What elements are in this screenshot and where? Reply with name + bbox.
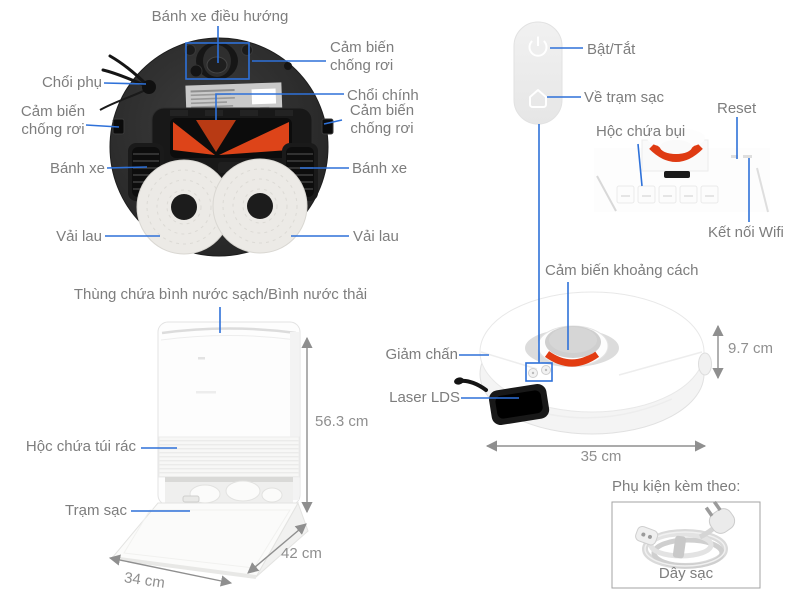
mop-label-right: Vải lau — [353, 228, 399, 245]
power-plug-icon — [704, 500, 736, 534]
side-brush-label: Chổi phụ — [41, 74, 102, 91]
leader-lines — [85, 26, 750, 512]
power-button-label: Bật/Tắt — [587, 41, 636, 58]
screw — [241, 44, 253, 56]
wheel-label-right: Bánh xe — [352, 160, 408, 177]
drop-sensor-label-right: Cảm biến chống rơi — [349, 102, 415, 137]
caster-wheel-label: Bánh xe điều hướng — [151, 8, 289, 25]
caster-highlight-box — [185, 42, 250, 80]
home-icon — [529, 89, 547, 108]
lid-open-view — [594, 128, 770, 213]
station-height-value: 56.3 cm — [315, 413, 369, 430]
charging-cable-icon — [635, 500, 736, 569]
accessory-box — [611, 500, 761, 589]
docking-station-view — [111, 321, 309, 579]
laser-lds-label: Laser LDS — [389, 389, 460, 406]
screw — [184, 44, 196, 56]
top-buttons — [528, 365, 551, 378]
dust-bag-label: Hộc chứa túi rác — [25, 438, 136, 455]
charging-dock-label: Trạm sạc — [65, 502, 127, 519]
lid-slot — [664, 171, 690, 178]
lds-ring-red-arc — [649, 143, 703, 162]
home-button-label: Về trạm sạc — [584, 89, 665, 106]
dust-bag-door — [158, 436, 300, 478]
drop-sensor-label-top-right: Cảm biến chống rơi — [330, 39, 395, 74]
distance-sensor-label: Cảm biến khoảng cách — [545, 262, 699, 279]
charging-cable-label: Dây sạc — [658, 565, 714, 582]
screw — [284, 62, 292, 70]
accessories-title: Phụ kiện kèm theo: — [612, 478, 741, 495]
top-buttons-highlight-box — [525, 362, 553, 382]
drop-sensor-label-left: Cảm biến chống rơi — [20, 103, 86, 138]
robot-top-view — [454, 291, 712, 435]
robot-height-value: 9.7 cm — [728, 340, 774, 357]
main-brush-label: Chổi chính — [347, 87, 419, 104]
water-tank-label: Thùng chứa bình nước sạch/Bình nước thải — [73, 286, 368, 303]
robot-bottom-view — [99, 37, 334, 257]
power-icon — [528, 36, 548, 57]
bumper-label: Giảm chấn — [385, 346, 458, 363]
side-bump — [698, 352, 712, 376]
left-mop-pad — [136, 159, 232, 255]
right-mop-pad — [212, 158, 308, 254]
dimension-arrows — [108, 324, 724, 587]
reset-label: Reset — [717, 100, 757, 117]
mop-label-left: Vải lau — [56, 228, 102, 245]
caster-wheel — [196, 42, 238, 80]
width-arrow-34 — [108, 554, 233, 587]
dust-box-label: Hộc chứa bụi — [596, 123, 686, 140]
station-depth-value: 42 cm — [281, 545, 322, 562]
station-ramp — [111, 502, 299, 578]
screw — [189, 64, 203, 78]
wash-base-opening — [165, 477, 293, 505]
right-drop-sensor — [321, 118, 334, 135]
appliance-connector-icon — [635, 525, 659, 546]
robot-diameter-value: 35 cm — [580, 448, 622, 465]
lds-red-ring — [544, 351, 600, 367]
control-panel-view — [513, 21, 563, 125]
depth-arrow-42 — [247, 523, 307, 574]
dust-box-compartments — [616, 185, 719, 204]
wheel-label-left: Bánh xe — [49, 160, 105, 177]
wifi-label: Kết nối Wifi — [708, 224, 784, 241]
